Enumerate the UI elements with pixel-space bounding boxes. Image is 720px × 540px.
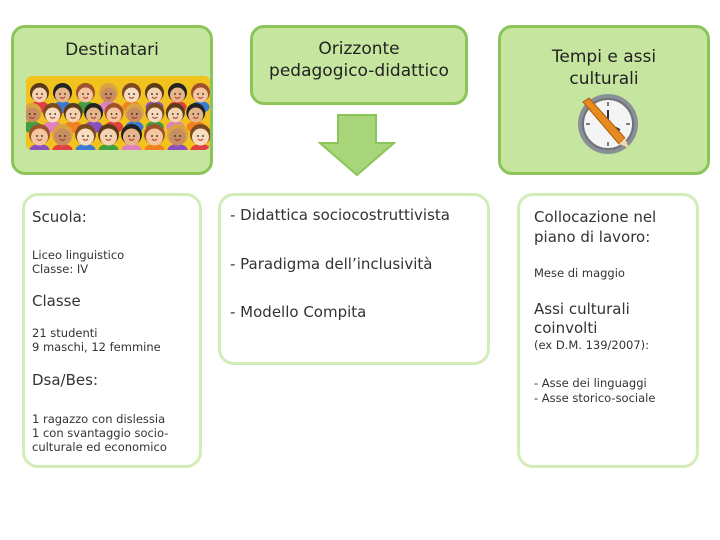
scuola-label: Scuola: — [32, 208, 87, 226]
tempi-body-box — [517, 193, 699, 468]
destinatari-body-box — [22, 193, 202, 468]
orizzonte-item-2: - Paradigma dell’inclusività — [230, 255, 433, 273]
collocazione-line-1: Collocazione nel — [534, 208, 657, 226]
assi-line-1: Assi culturali — [534, 300, 630, 318]
tempi-title-line2: culturali — [569, 69, 639, 89]
dsa-line-1: 1 ragazzo con dislessia — [32, 412, 166, 426]
clock-pencil-icon — [578, 94, 638, 154]
orizzonte-item-3: - Modello Compita — [230, 303, 367, 321]
children-faces-icon — [26, 76, 210, 150]
scuola-line-2: Classe: IV — [32, 262, 89, 276]
orizzonte-title-line2: pedagogico-didattico — [269, 61, 449, 81]
mese-text: Mese di maggio — [534, 266, 625, 280]
orizzonte-body-box — [218, 193, 490, 365]
collocazione-line-2: piano di lavoro: — [534, 228, 651, 246]
destinatari-title: Destinatari — [65, 40, 159, 60]
assi-line-2: coinvolti — [534, 319, 598, 337]
orizzonte-item-1: - Didattica sociocostruttivista — [230, 206, 450, 224]
classe-line-2: 9 maschi, 12 femmine — [32, 340, 161, 354]
tempi-title-line1: Tempi e assi — [551, 47, 657, 67]
asse-line-1: - Asse dei linguaggi — [534, 376, 647, 390]
arrow-down-icon — [318, 114, 396, 177]
ex-dm-text: (ex D.M. 139/2007): — [534, 338, 650, 352]
dsa-label: Dsa/Bes: — [32, 371, 98, 389]
classe-line-1: 21 studenti — [32, 326, 98, 340]
orizzonte-header-box: Orizzonte pedagogico-didattico — [250, 25, 468, 105]
tempi-header-box: Tempi e assi culturali — [498, 25, 710, 175]
destinatari-header-box: Destinatari — [11, 25, 213, 175]
children-group-image — [26, 76, 210, 150]
asse-line-2: - Asse storico-sociale — [534, 391, 656, 405]
orizzonte-title-line1: Orizzonte — [318, 39, 400, 59]
dsa-line-2: 1 con svantaggio socio- — [32, 426, 169, 440]
classe-label: Classe — [32, 292, 81, 310]
scuola-line-1: Liceo linguistico — [32, 248, 125, 262]
dsa-line-3: culturale ed economico — [32, 440, 167, 454]
